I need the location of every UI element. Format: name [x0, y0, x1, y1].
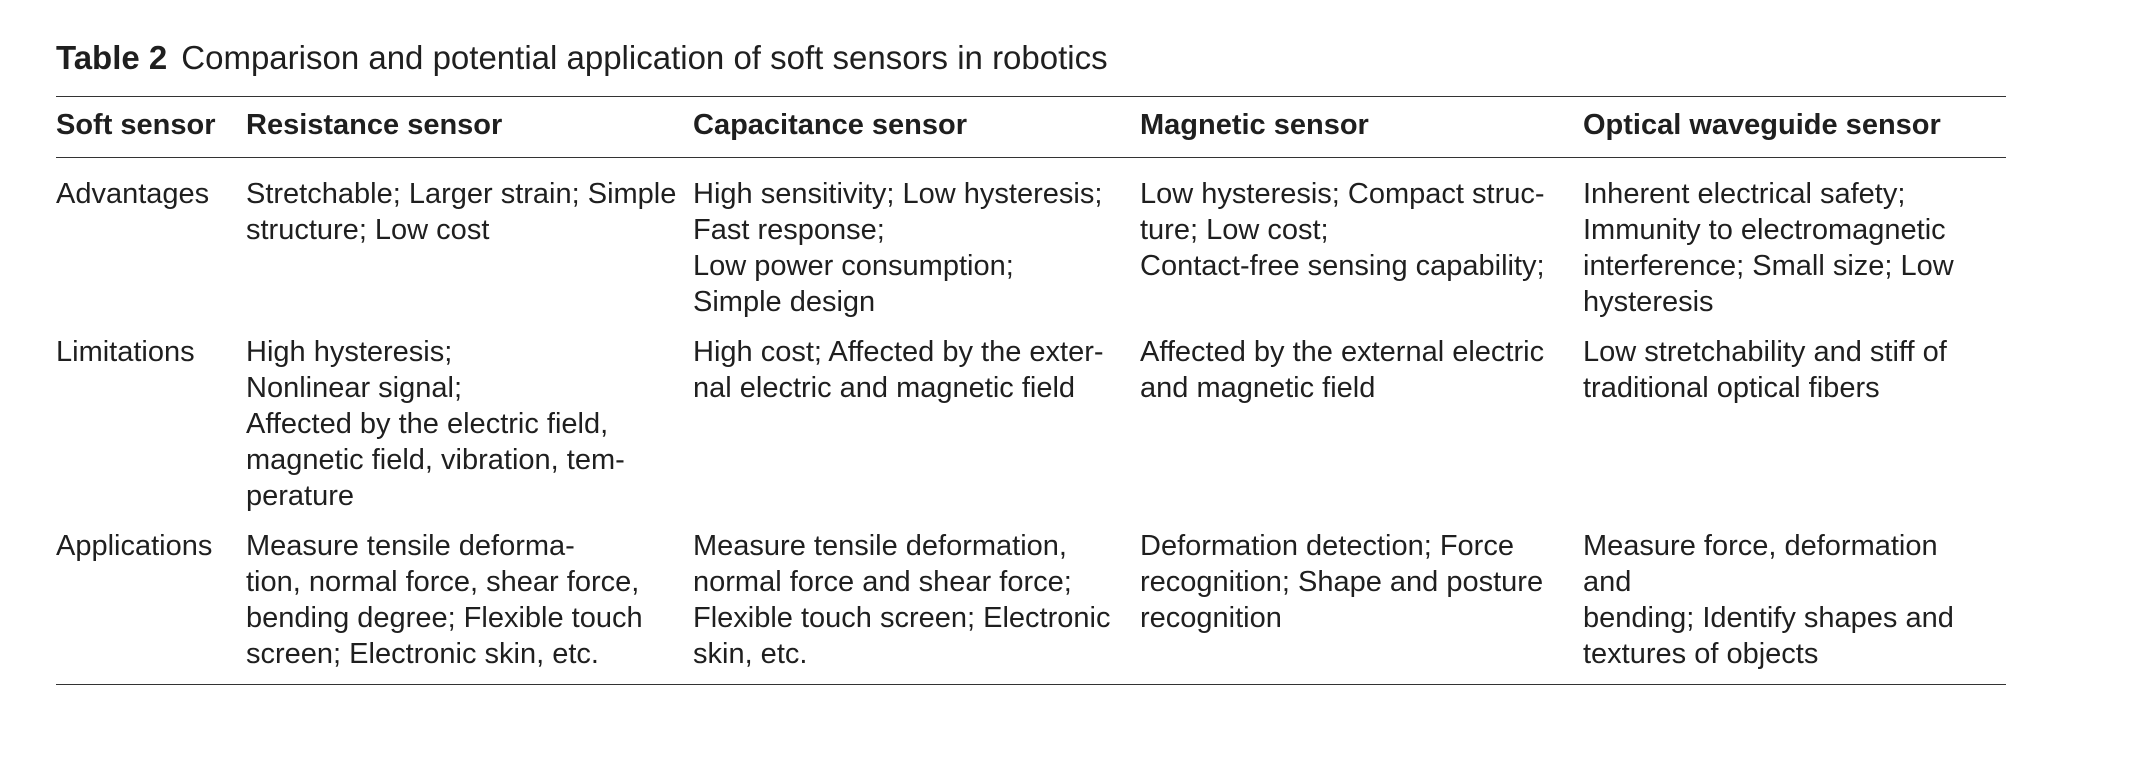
table-row-applications: Applications Measure tensile deforma- ti… — [56, 528, 2006, 685]
table-cell: Deformation detection; Force recognition… — [1140, 530, 1544, 634]
header-optical-waveguide-sensor: Optical waveguide sensor — [1583, 109, 1941, 141]
table-cell: High hysteresis; Nonlinear signal; Affec… — [246, 336, 625, 512]
table-cell: Measure force, deformation and bending; … — [1583, 530, 1954, 670]
table-cell: Measure tensile deforma- tion, normal fo… — [246, 530, 643, 670]
table-cell: High sensitivity; Low hysteresis; Fast r… — [693, 178, 1103, 318]
header-resistance-sensor: Resistance sensor — [246, 109, 503, 141]
table-cell: Low stretchability and stiff of traditio… — [1583, 336, 1947, 404]
table-header: Soft sensor Resistance sensor Capacitanc… — [56, 96, 2006, 158]
table-cell: Low hysteresis; Compact struc- ture; Low… — [1140, 178, 1545, 282]
row-label: Advantages — [56, 178, 210, 210]
table-cell: Affected by the external electric and ma… — [1140, 336, 1545, 404]
table-cell: Stretchable; Larger strain; Simple struc… — [246, 178, 677, 246]
row-label: Applications — [56, 530, 213, 562]
table-cell: High cost; Affected by the exter- nal el… — [693, 336, 1104, 404]
table-row-advantages: Advantages Stretchable; Larger strain; S… — [56, 158, 2006, 335]
row-label: Limitations — [56, 336, 195, 368]
header-soft-sensor: Soft sensor — [56, 109, 216, 141]
table-cell: Inherent electrical safety; Immunity to … — [1583, 178, 1954, 318]
table-cell: Measure tensile deformation, normal forc… — [693, 530, 1111, 670]
document-page: Table 2 Comparison and potential applicat… — [56, 36, 2006, 685]
header-capacitance-sensor: Capacitance sensor — [693, 109, 968, 141]
table-row-limitations: Limitations High hysteresis; Nonlinear s… — [56, 334, 2006, 528]
soft-sensor-comparison-table: Soft sensor Resistance sensor Capacitanc… — [56, 96, 2006, 685]
header-row: Soft sensor Resistance sensor Capacitanc… — [56, 96, 2006, 158]
table-caption-label: Table 2 — [56, 39, 168, 76]
table-caption-text: Comparison and potential application of … — [181, 39, 1108, 76]
table-body: Advantages Stretchable; Larger strain; S… — [56, 158, 2006, 685]
table-caption: Table 2 Comparison and potential applicat… — [56, 36, 2006, 80]
header-magnetic-sensor: Magnetic sensor — [1140, 109, 1369, 141]
